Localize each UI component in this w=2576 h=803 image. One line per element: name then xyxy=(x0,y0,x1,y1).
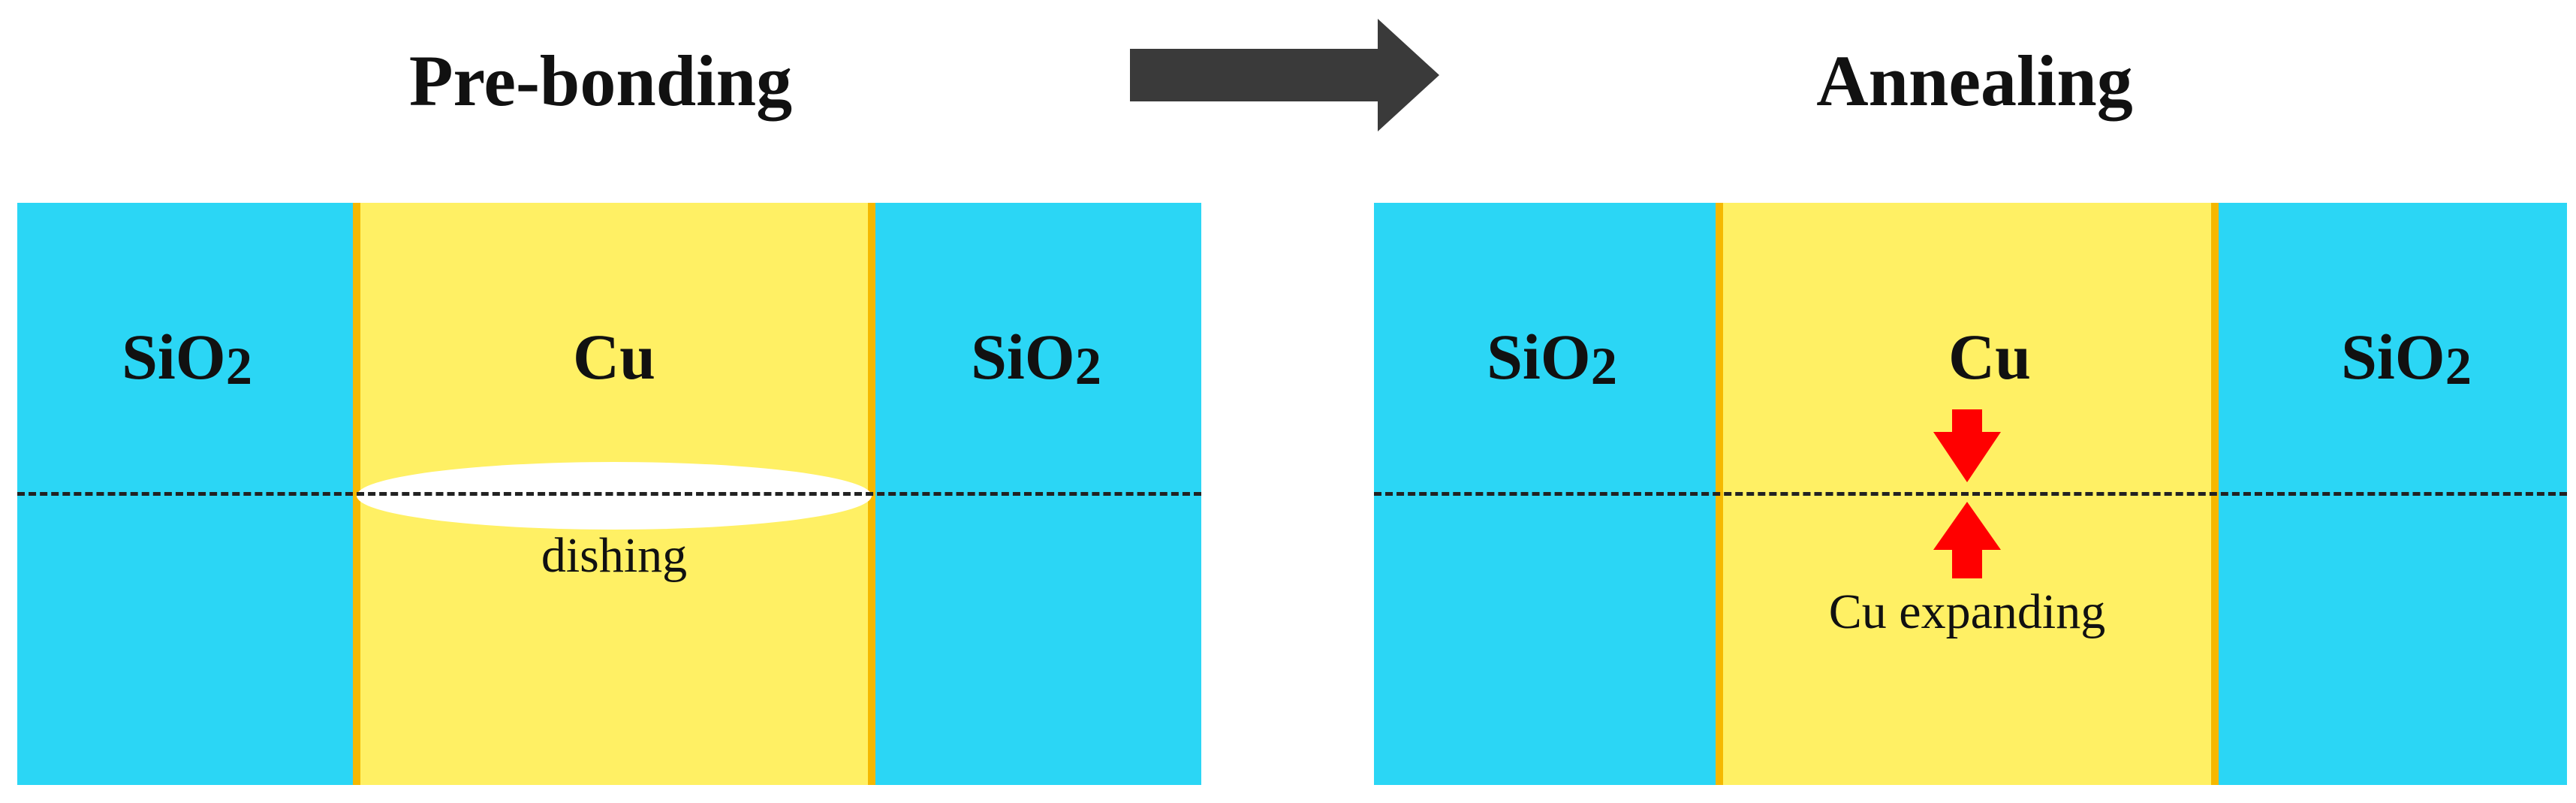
sio2-right-label: SiO2 xyxy=(2341,321,2472,397)
pre-bonding-title: Pre-bonding xyxy=(408,41,793,121)
sio2-right-label: SiO2 xyxy=(971,321,1101,397)
down-arrow-icon xyxy=(1933,409,2001,482)
dishing-annotation: dishing xyxy=(541,528,688,583)
bond-interface-line xyxy=(1374,492,2567,496)
up-arrow-icon xyxy=(1933,502,2001,578)
sio2-left-label: SiO2 xyxy=(1487,321,1617,397)
bond-interface-line xyxy=(17,492,1201,496)
dishing-gap xyxy=(357,462,872,530)
cu-label: Cu xyxy=(573,321,655,393)
cu-label: Cu xyxy=(1948,321,2031,393)
pre-bonding-diagram: SiO2 Cu SiO2 dishing xyxy=(17,203,1201,785)
annealing-title: Annealing xyxy=(1816,41,2133,121)
right-arrow-icon xyxy=(1130,19,1439,131)
annealing-diagram: SiO2 Cu SiO2 Cu expanding xyxy=(1374,203,2567,785)
cu-expanding-annotation: Cu expanding xyxy=(1828,584,2106,639)
sio2-left-label: SiO2 xyxy=(122,321,252,397)
expansion-arrows xyxy=(1933,409,2001,578)
